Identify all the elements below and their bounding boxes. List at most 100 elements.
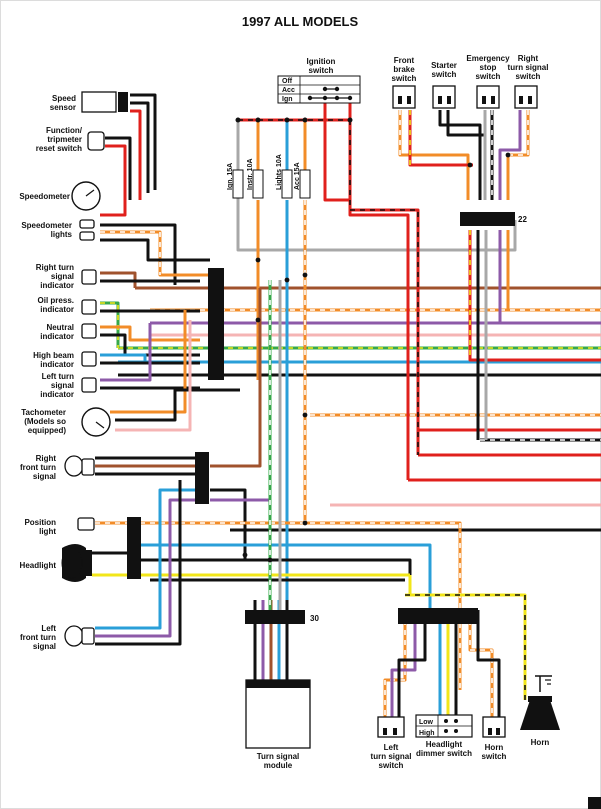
wire-lts-violet <box>390 610 417 718</box>
svg-text:Emergency: Emergency <box>466 54 510 63</box>
fuse-ign: Ign. 15A <box>227 163 244 199</box>
svg-text:Horn: Horn <box>531 738 550 747</box>
svg-text:front turn: front turn <box>20 463 56 472</box>
fuse-lights: Lights 10A <box>276 154 293 199</box>
high-beam-indicator: High beam indicator <box>33 351 97 369</box>
svg-text:Headlight: Headlight <box>20 561 57 570</box>
wire-tach-orange <box>110 310 187 414</box>
svg-text:indicator: indicator <box>40 332 74 341</box>
wire-stripe <box>100 231 161 275</box>
svg-text:Left: Left <box>384 743 399 752</box>
oil-press-indicator: Oil press. indicator <box>38 296 97 315</box>
headlight: Headlight <box>20 544 92 582</box>
svg-text:tripmeter: tripmeter <box>47 135 82 144</box>
wire-rft-brown-up <box>210 288 262 468</box>
svg-text:Headlight: Headlight <box>426 740 463 749</box>
wire-lts-black <box>397 610 427 718</box>
svg-text:signal: signal <box>51 272 74 281</box>
headlight-dimmer-switch: Low High Headlight dimmer switch <box>415 714 473 758</box>
svg-text:High beam: High beam <box>33 351 74 360</box>
left-turn-signal-switch: Left turn signal switch <box>371 716 412 770</box>
svg-text:signal: signal <box>51 381 74 390</box>
svg-text:Turn signal: Turn signal <box>257 752 300 761</box>
svg-text:(Models so: (Models so <box>24 417 66 426</box>
svg-text:Front: Front <box>394 56 415 65</box>
dimmer-low: Low <box>419 719 434 726</box>
svg-text:Neutral: Neutral <box>46 323 74 332</box>
position-light: Position light <box>24 517 95 536</box>
svg-text:light: light <box>39 527 56 536</box>
svg-text:switch: switch <box>476 72 501 81</box>
wire-starter-2 <box>446 110 485 137</box>
svg-text:Right turn: Right turn <box>36 263 74 272</box>
wire-pos-orange-2 <box>140 521 462 690</box>
connector-22-label: 22 <box>518 215 527 224</box>
connector-30-label: 30 <box>310 614 319 623</box>
ign-pos-off: Off <box>282 78 293 85</box>
wire-lts-orange <box>383 610 407 718</box>
speedometer: Speedometer <box>19 181 101 211</box>
svg-text:Right: Right <box>518 54 539 63</box>
wire-stripe <box>140 522 461 690</box>
right-turn-signal-switch: Right turn signal switch <box>508 54 548 109</box>
connectors-layer <box>118 92 515 624</box>
wire-stripe <box>384 610 406 718</box>
svg-text:Oil press.: Oil press. <box>38 296 74 305</box>
svg-text:Speedometer: Speedometer <box>19 192 70 201</box>
svg-text:Left turn: Left turn <box>42 372 75 381</box>
svg-text:indicator: indicator <box>40 281 74 290</box>
svg-text:equipped): equipped) <box>28 426 67 435</box>
wire-stripe <box>349 120 419 455</box>
left-components: Speed sensor Function/ tripmeter reset s… <box>19 91 117 651</box>
svg-text:signal: signal <box>33 642 56 651</box>
svg-text:switch: switch <box>392 74 417 83</box>
svg-text:Speedometer: Speedometer <box>21 221 72 230</box>
function-tripmeter-switch: Function/ tripmeter reset switch <box>36 126 105 153</box>
handlebar-connector <box>398 608 478 624</box>
svg-text:Right: Right <box>36 454 57 463</box>
svg-text:Lights 10A: Lights 10A <box>276 154 283 190</box>
svg-text:Left: Left <box>41 624 56 633</box>
wire-lft-violet <box>95 498 200 638</box>
fuse-instr: Instr. 10A <box>247 158 264 199</box>
headlight-connector <box>127 517 141 579</box>
svg-text:Instr. 10A: Instr. 10A <box>247 158 254 190</box>
main-harness-connector <box>208 268 224 380</box>
wire-rft-black-down <box>210 488 247 560</box>
right-turn-signal-indicator: Right turn signal indicator <box>36 263 97 290</box>
wire-speedo-lights-orange <box>100 230 210 277</box>
wire-speed-sensor-red <box>130 109 142 200</box>
svg-text:front turn: front turn <box>20 633 56 642</box>
speed-sensor: Speed sensor <box>50 91 117 113</box>
speedometer-lights: Speedometer lights <box>21 219 95 241</box>
wire-oil-green <box>100 301 120 348</box>
horn-switch: Horn switch <box>482 716 507 761</box>
svg-text:Horn: Horn <box>485 743 504 752</box>
ignition-switch-label-2: switch <box>309 66 334 75</box>
connector-22 <box>460 212 515 226</box>
svg-text:reset switch: reset switch <box>36 144 82 153</box>
wire-rti-brown <box>100 271 137 288</box>
wire-starter <box>438 110 482 200</box>
fuse-block: Ign. 15A Instr. 10A Lights 10A Acc 15A <box>227 117 353 199</box>
svg-text:Function/: Function/ <box>46 126 83 135</box>
svg-text:turn signal: turn signal <box>371 752 412 761</box>
page-corner-mark <box>588 797 601 809</box>
dimmer-high: High <box>419 730 435 737</box>
svg-text:Starter: Starter <box>431 61 457 70</box>
top-switches: Front brake switch Starter switch Emerge… <box>392 54 548 109</box>
svg-text:switch: switch <box>482 752 507 761</box>
svg-text:switch: switch <box>516 72 541 81</box>
fuse-acc: Acc 15A <box>294 162 311 199</box>
left-turn-signal-indicator: Left turn signal indicator <box>40 372 97 399</box>
wire-speed-sensor-1 <box>130 93 157 190</box>
neutral-indicator: Neutral indicator <box>40 323 97 341</box>
wire-stripe <box>469 610 493 718</box>
wire-neutral-black <box>100 333 200 357</box>
right-front-turn-signal: Right front turn signal <box>20 454 95 481</box>
svg-text:lights: lights <box>51 230 73 239</box>
wire-hb-blue <box>100 353 147 362</box>
svg-text:Ign. 15A: Ign. 15A <box>227 163 234 190</box>
svg-text:brake: brake <box>393 65 415 74</box>
starter-switch: Starter switch <box>431 61 457 109</box>
